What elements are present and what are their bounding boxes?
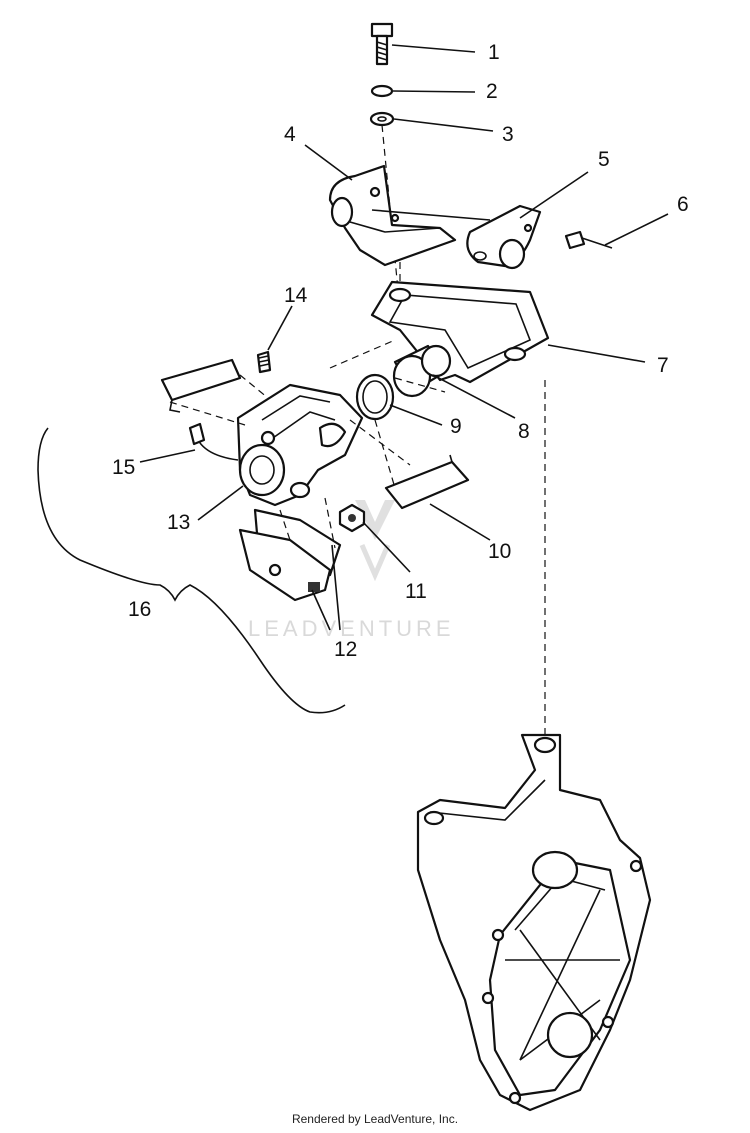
callout-14: 14 — [284, 284, 308, 307]
part-bleeder-screw — [256, 350, 272, 374]
callout-8: 8 — [518, 420, 530, 443]
part-caliper-mounting-plate — [370, 280, 550, 384]
part-piston-seal — [355, 373, 395, 421]
assembly-line-bolt — [381, 124, 399, 291]
part-mounting-bracket — [328, 164, 457, 267]
callout-9: 9 — [450, 415, 462, 438]
callout-10: 10 — [488, 540, 511, 563]
part-brake-line-end — [188, 422, 206, 446]
callout-11: 11 — [405, 580, 427, 603]
part-pin — [564, 230, 613, 250]
callout-6: 6 — [677, 193, 689, 216]
part-lock-washer — [370, 84, 394, 98]
watermark-logo: LEADVENTURE — [248, 500, 455, 641]
part-bolt — [370, 22, 394, 66]
assembly-dashes — [169, 339, 546, 735]
callout-labels: 1 2 3 4 5 6 7 8 9 10 11 12 13 14 15 16 — [112, 41, 689, 661]
part-brake-pads — [238, 508, 342, 602]
part-lower-shim — [384, 454, 470, 510]
assembly-line-bracket — [371, 209, 491, 221]
render-credit: Rendered by LeadVenture, Inc. — [291, 1112, 459, 1126]
part-caliper-housing — [238, 443, 311, 499]
callout-7: 7 — [657, 354, 669, 377]
callout-1: 1 — [488, 41, 500, 64]
part-clamp-sleeve — [466, 204, 542, 270]
leader-lines — [139, 44, 669, 631]
watermark-text: LEADVENTURE — [248, 616, 455, 641]
group-bracket — [37, 427, 346, 714]
part-chaincase — [416, 733, 652, 1112]
callout-15: 15 — [112, 456, 135, 479]
part-upper-shim — [160, 358, 242, 413]
callout-2: 2 — [486, 80, 498, 103]
callout-5: 5 — [598, 148, 610, 171]
callout-13: 13 — [167, 511, 190, 534]
part-piston — [392, 344, 452, 398]
callout-4: 4 — [284, 123, 296, 146]
part-nut — [338, 503, 366, 533]
callout-3: 3 — [502, 123, 514, 146]
callout-16: 16 — [128, 598, 151, 621]
part-flat-washer — [369, 111, 395, 127]
callout-12: 12 — [334, 638, 357, 661]
